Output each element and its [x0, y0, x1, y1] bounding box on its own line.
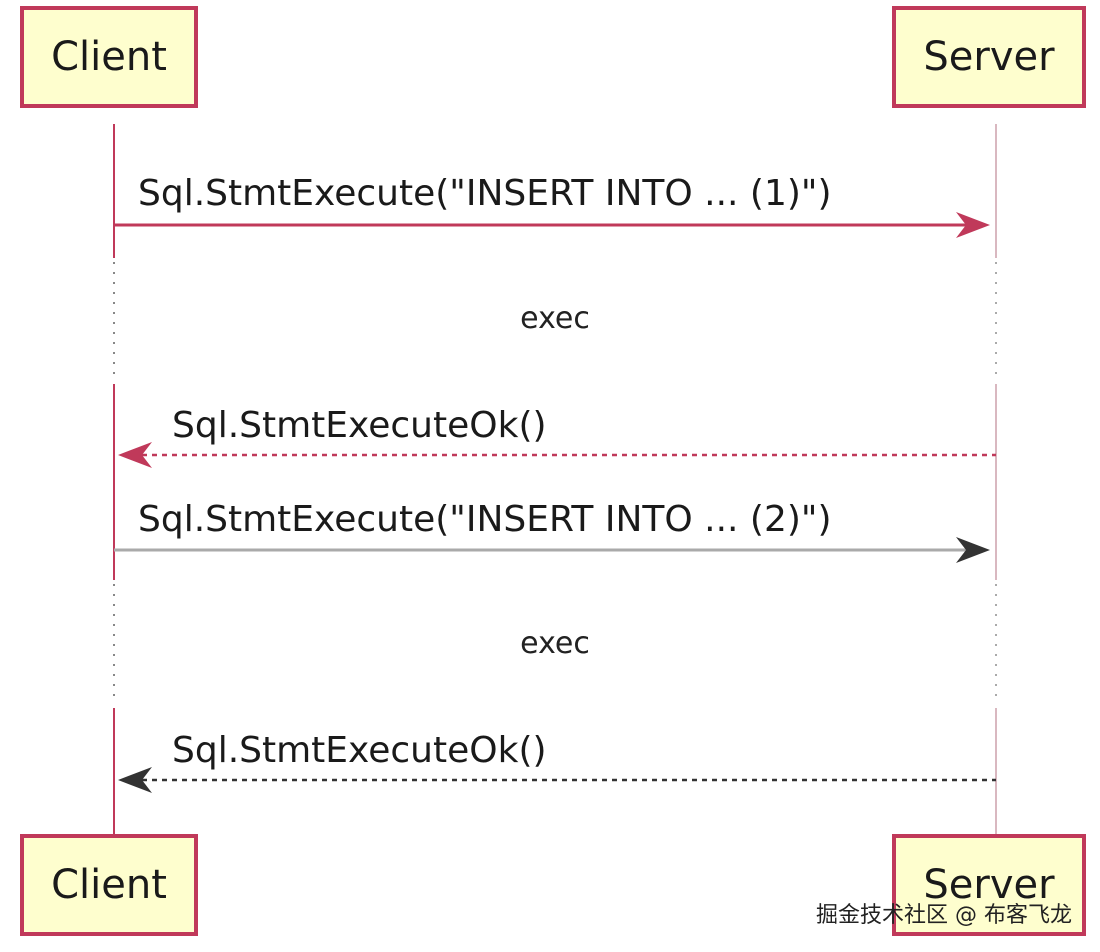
arrowhead-right-icon	[956, 212, 990, 238]
message-4: Sql.StmtExecuteOk()	[118, 730, 996, 793]
delay-2-label: exec	[520, 626, 590, 661]
participant-client-top: Client	[20, 6, 198, 108]
participant-client-bottom: Client	[20, 834, 198, 936]
arrowhead-left-icon	[118, 442, 152, 468]
message-2: Sql.StmtExecuteOk()	[118, 405, 996, 468]
participant-client-top-label: Client	[51, 34, 167, 80]
participant-server-bottom-label: Server	[923, 862, 1055, 908]
participant-server-top-label: Server	[923, 34, 1055, 80]
participant-server-top: Server	[892, 6, 1086, 108]
arrowhead-left-icon	[118, 767, 152, 793]
message-1-label: Sql.StmtExecute("INSERT INTO ... (1)")	[138, 173, 832, 214]
message-1: Sql.StmtExecute("INSERT INTO ... (1)")	[114, 173, 990, 238]
arrowhead-right-icon	[956, 537, 990, 563]
watermark: 掘金技术社区 @ 布客飞龙	[816, 903, 1072, 928]
message-4-label: Sql.StmtExecuteOk()	[172, 730, 547, 771]
message-2-label: Sql.StmtExecuteOk()	[172, 405, 547, 446]
message-3-label: Sql.StmtExecute("INSERT INTO ... (2)")	[138, 499, 832, 540]
participant-server-bottom: Server	[892, 834, 1086, 936]
participant-client-bottom-label: Client	[51, 862, 167, 908]
delay-1-label: exec	[520, 301, 590, 336]
message-3: Sql.StmtExecute("INSERT INTO ... (2)")	[114, 499, 990, 563]
